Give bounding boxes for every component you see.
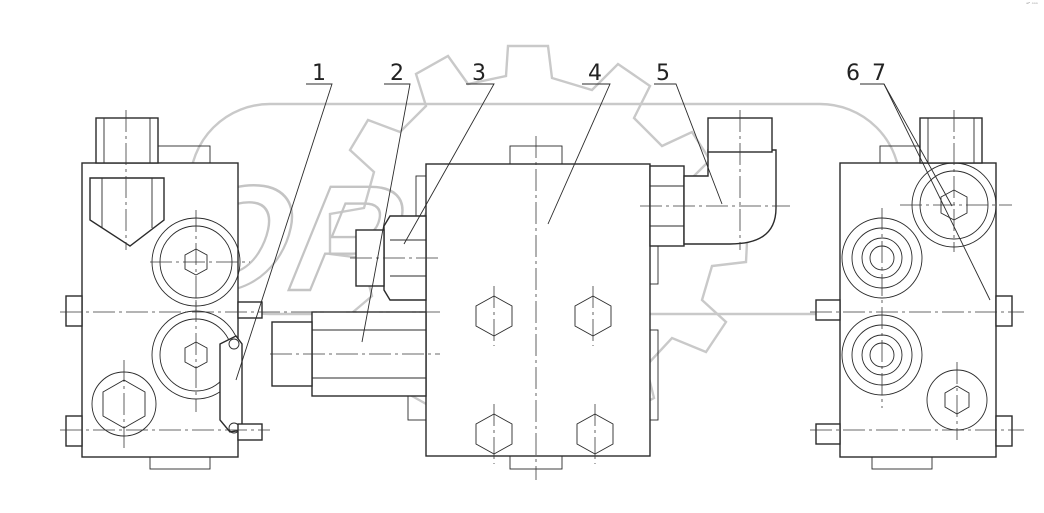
leader-item-5	[654, 83, 723, 205]
right-side-bolt-lower	[995, 415, 1013, 447]
center-lines	[60, 110, 1024, 480]
callout-4: 4	[588, 61, 602, 86]
left-top-port-fitting	[95, 117, 159, 164]
left-block-bottom-boss	[149, 455, 211, 470]
right-valve-block	[815, 117, 1013, 470]
left-side-bolt-lower	[65, 415, 83, 447]
callout-1: 1	[312, 61, 326, 86]
callout-6: 6	[846, 61, 860, 86]
right-inner-bolt-upper	[815, 299, 841, 321]
center-block-body	[425, 163, 651, 457]
item-1-bolt-upper	[237, 301, 263, 319]
item-1-bolt-lower	[237, 423, 263, 441]
leader-lines	[235, 83, 991, 381]
leader-item-2	[361, 83, 411, 343]
callout-5: 5	[656, 61, 670, 86]
right-block-body	[839, 162, 997, 458]
callout-3: 3	[472, 61, 486, 86]
right-side-bolt-upper	[995, 295, 1013, 327]
leader-item-7	[883, 83, 991, 301]
center-manifold-block	[271, 117, 777, 470]
callout-2: 2	[390, 61, 404, 86]
item-1-bracket	[219, 335, 243, 433]
leader-item-4	[547, 83, 611, 225]
item-5-elbow	[683, 149, 777, 245]
right-inner-bolt-lower	[815, 423, 841, 445]
corner-mark: ᵉᴾ ᵒᵒᵒ	[1026, 2, 1038, 8]
right-bottom-boss	[871, 455, 933, 470]
right-top-port-fitting	[919, 117, 983, 164]
left-valve-block	[65, 117, 263, 470]
leader-item-1	[235, 83, 333, 381]
callout-labels: 1 2 3 4 5 6 7	[312, 61, 886, 86]
left-side-bolt-upper	[65, 295, 83, 327]
leader-item-3	[403, 83, 495, 245]
callout-7: 7	[872, 61, 886, 86]
